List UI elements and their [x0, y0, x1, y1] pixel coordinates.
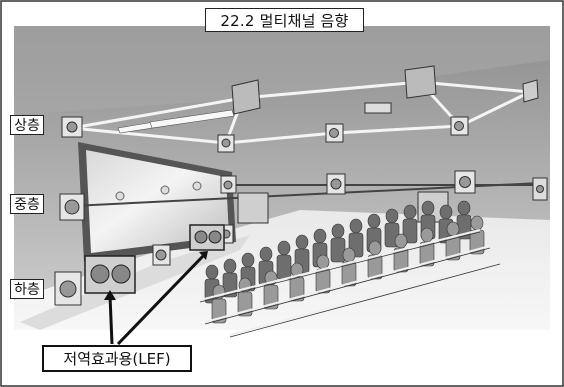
diagram-title: 22.2 멀티채널 음향 [205, 8, 364, 32]
tier-label-middle: 중층 [10, 194, 44, 214]
lef-subwoofers [84, 224, 225, 294]
lef-arrows [104, 251, 208, 346]
ceiling [14, 26, 550, 115]
tier-label-upper: 상층 [10, 115, 44, 135]
lef-label: 저역효과용(LEF) [42, 345, 192, 372]
upper-speakers [61, 65, 539, 153]
audience [199, 200, 501, 338]
tier-label-lower: 하층 [10, 279, 44, 299]
